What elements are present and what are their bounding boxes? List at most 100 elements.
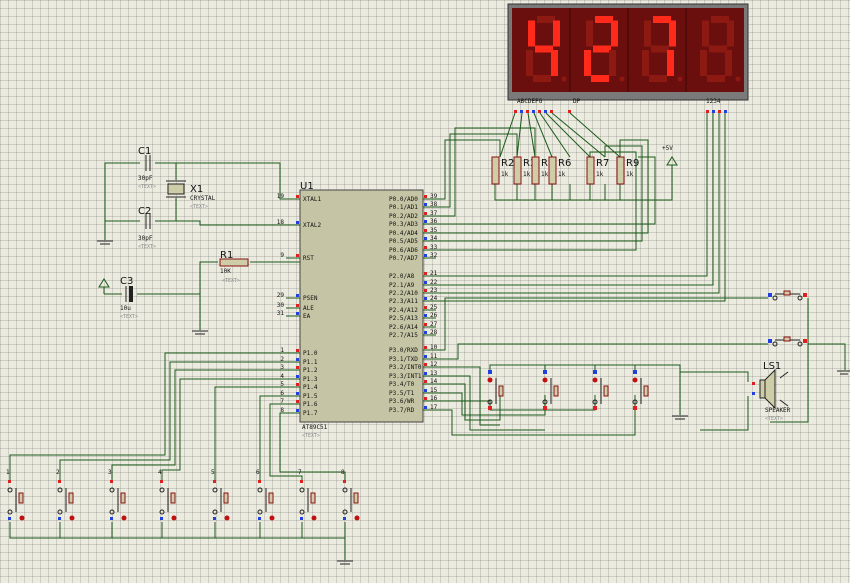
pin-number: 26 xyxy=(430,312,438,319)
key-label: 6 xyxy=(256,469,260,476)
mcu-ref: U1 xyxy=(300,181,314,192)
pin-number: 38 xyxy=(430,201,438,208)
pin-name: XTAL2 xyxy=(303,222,321,229)
pin-name: EA xyxy=(303,313,311,320)
key-label: 8 xyxy=(341,469,345,476)
key-label: 3 xyxy=(108,469,112,476)
mcu-pin-27: 27 P2.6/A14 xyxy=(389,321,438,331)
pin-number: 1 xyxy=(280,347,284,354)
pin-number: 8 xyxy=(280,407,284,414)
pin-name: P3.6/WR xyxy=(389,398,415,405)
seven-segment-display[interactable]: ABCDEFG DP 1234 xyxy=(507,3,749,105)
resistor-ref: R4 xyxy=(541,158,554,169)
pin-number: 35 xyxy=(430,227,438,234)
pin-number: 16 xyxy=(430,395,438,402)
resistor-value: 1k xyxy=(558,171,566,178)
pin-number: 14 xyxy=(430,378,438,385)
segment-a xyxy=(595,16,613,23)
key-label: 1 xyxy=(6,469,10,476)
c3-ref: C3 xyxy=(120,276,133,287)
speaker-ls1[interactable]: LS1 SPEAKER <TEXT> xyxy=(752,361,791,422)
resistor-r1[interactable]: R1 10K <TEXT> xyxy=(219,250,249,284)
resistor-ref: R2 xyxy=(501,158,514,169)
power-terminal-reset xyxy=(98,278,110,294)
pin-number: 12 xyxy=(430,361,438,368)
c3-value: 10u xyxy=(120,305,131,312)
ground-icon xyxy=(672,415,688,420)
pin-number: 27 xyxy=(430,321,438,328)
pin-name: ALE xyxy=(303,305,314,312)
pin-name: P0.6/AD6 xyxy=(389,247,418,254)
segment-f xyxy=(528,20,535,47)
capacitor-c1[interactable]: C1 30pF <TEXT> xyxy=(138,146,156,190)
pin-name: RST xyxy=(303,255,314,262)
pin-name: P1.0 xyxy=(303,350,318,357)
segment-b xyxy=(727,20,734,47)
push-button[interactable] xyxy=(768,290,807,301)
pin-number: 11 xyxy=(430,353,438,360)
pin-name: P2.7/A15 xyxy=(389,332,418,339)
key-3[interactable]: 3 xyxy=(108,469,127,521)
pin-number: 7 xyxy=(280,398,284,405)
resistor-ref: R6 xyxy=(558,158,571,169)
resistor-ref: R3 xyxy=(523,158,536,169)
crystal-x1[interactable]: X1 CRYSTAL <TEXT> xyxy=(166,180,216,210)
push-button[interactable] xyxy=(542,370,559,410)
key-4[interactable]: 4 xyxy=(158,469,177,521)
key-5[interactable]: 5 xyxy=(211,469,230,521)
pin-number: 6 xyxy=(280,390,284,397)
push-button[interactable] xyxy=(632,370,649,410)
push-button[interactable] xyxy=(487,370,504,410)
pin-name: P1.7 xyxy=(303,410,318,417)
key-1[interactable]: 1 xyxy=(6,469,25,521)
pin-number: 22 xyxy=(430,279,438,286)
pin-name: P2.6/A14 xyxy=(389,324,418,331)
segment-d xyxy=(707,75,725,82)
key-7[interactable]: 7 xyxy=(298,469,317,521)
pin-number: 32 xyxy=(430,252,438,259)
c2-ref: C2 xyxy=(138,206,151,217)
key-8[interactable]: 8 xyxy=(341,469,360,521)
common-pins-label: 1234 xyxy=(706,98,721,105)
key-2[interactable]: 2 xyxy=(56,469,75,521)
push-button[interactable] xyxy=(592,370,609,410)
capacitor-c2[interactable]: C2 30pF <TEXT> xyxy=(138,206,156,250)
pin-number: 34 xyxy=(430,235,438,242)
segment-a xyxy=(711,16,729,23)
pin-number: 31 xyxy=(277,310,285,317)
pin-name: P1.1 xyxy=(303,359,318,366)
segment-d xyxy=(533,75,551,82)
pin-name: P0.4/AD4 xyxy=(389,230,418,237)
push-button[interactable] xyxy=(768,336,807,347)
segment-b xyxy=(611,20,618,47)
segment-pins-label: ABCDEFG xyxy=(517,98,543,105)
power-terminal-5v: +5V xyxy=(662,145,678,166)
segment-g xyxy=(651,45,669,53)
pin-name: P2.1/A9 xyxy=(389,282,415,289)
crystal-part: CRYSTAL xyxy=(190,195,216,202)
pin-name: P0.1/AD1 xyxy=(389,204,418,211)
capacitor-c3[interactable]: C3 10u <TEXT> xyxy=(120,276,138,320)
pin-number: 3 xyxy=(280,364,284,371)
pin-number: 23 xyxy=(430,287,438,294)
resistor-value: 1k xyxy=(596,171,604,178)
pin-name: P1.4 xyxy=(303,384,318,391)
display-pins xyxy=(514,110,727,113)
pin-name: P3.5/T1 xyxy=(389,390,415,397)
key-label: 4 xyxy=(158,469,162,476)
r1-ref: R1 xyxy=(220,250,233,261)
segment-d xyxy=(649,75,667,82)
key-6[interactable]: 6 xyxy=(256,469,275,521)
